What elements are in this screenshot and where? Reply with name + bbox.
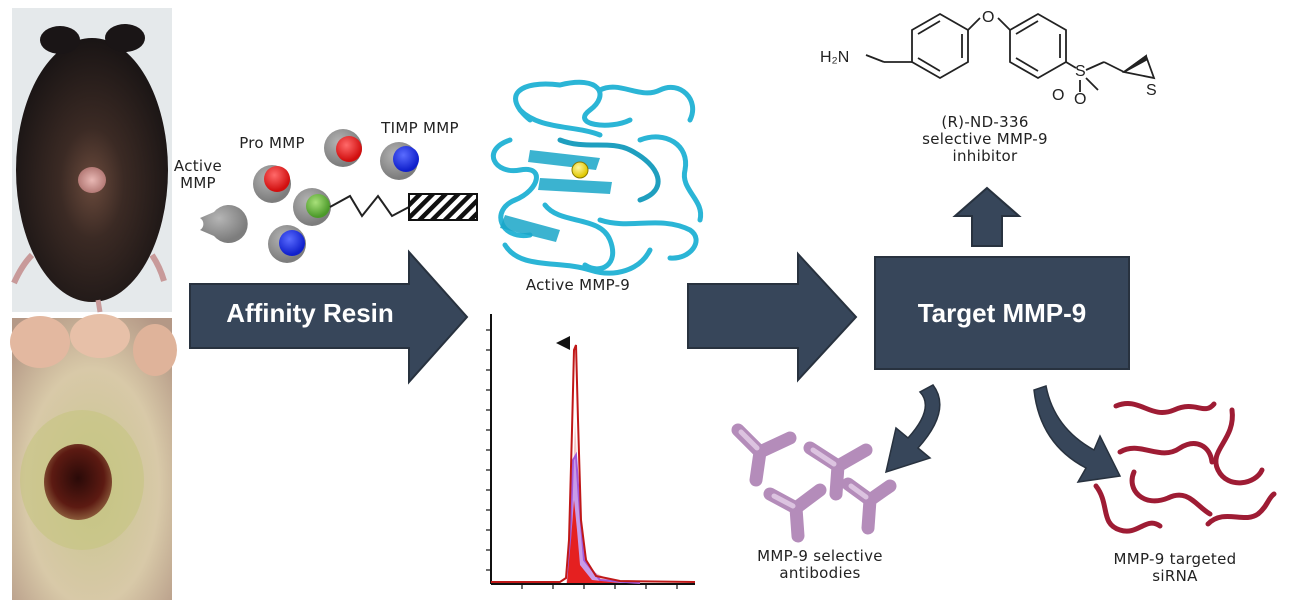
active-mmp-icon [200, 205, 248, 244]
chromatogram [486, 314, 696, 589]
struct-atom-ether-o: O [982, 9, 994, 26]
antibodies-label-line1: MMP-9 selective [757, 547, 883, 565]
up-arrow [952, 186, 1022, 247]
antibody-highlights [738, 429, 869, 509]
struct-atom-amine: H₂N [820, 49, 849, 66]
affinity-resin-arrow [189, 249, 469, 385]
active-mmp-label: Active MMP [160, 158, 236, 192]
mmp9-protein-structure [490, 79, 704, 276]
nd336-structure [865, 12, 1156, 92]
peak-trace [491, 344, 696, 583]
curved-arrow-left [884, 384, 941, 474]
struct-atom-sulfonyl-s: S [1075, 63, 1086, 80]
peak-marker-icon [556, 336, 570, 350]
sirna-label-line2: siRNA [1152, 567, 1198, 585]
inhibitor-label-line2: selective MMP-9 [922, 130, 1048, 148]
resin-bead [408, 193, 478, 221]
inhibitor-label-line3: inhibitor [952, 147, 1018, 165]
mouse-wound-photo [11, 8, 172, 313]
inhibitor-label: (R)-ND-336 selective MMP-9 inhibitor [870, 114, 1100, 165]
active-mmp9-label: Active MMP-9 [525, 276, 631, 294]
curved-arrow-right [1033, 385, 1122, 483]
antibodies-illustration [731, 423, 897, 543]
foot-ulcer-photo [10, 314, 177, 600]
struct-atom-o1: O [1052, 87, 1064, 104]
struct-atom-o2: O [1074, 91, 1086, 108]
affinity-resin-label: Affinity Resin [226, 298, 394, 328]
target-mmp9-box: Target MMP-9 [874, 256, 1130, 370]
linker [329, 194, 410, 218]
flow-arrow-middle [687, 251, 858, 383]
peak-red-fill [567, 500, 620, 583]
sirna-label-line1: MMP-9 targeted [1113, 550, 1237, 568]
active-mmp-label-line1: Active [173, 157, 223, 175]
sirna-label: MMP-9 targeted siRNA [1100, 551, 1250, 585]
mmp-species [200, 129, 419, 263]
active-mmp-label-line2: MMP [180, 174, 216, 192]
inhibitor-label-line1: (R)-ND-336 [941, 113, 1029, 131]
struct-atom-thiirane-s: S [1146, 82, 1157, 99]
antibodies-label-line2: antibodies [779, 564, 861, 582]
zinc-atom [571, 161, 589, 179]
target-mmp9-label: Target MMP-9 [917, 297, 1087, 328]
pro-mmp-label: Pro MMP [239, 134, 305, 152]
antibodies-label: MMP-9 selective antibodies [740, 548, 900, 582]
sirna-illustration [1093, 401, 1277, 534]
timp-mmp-label: TIMP MMP [381, 119, 459, 137]
